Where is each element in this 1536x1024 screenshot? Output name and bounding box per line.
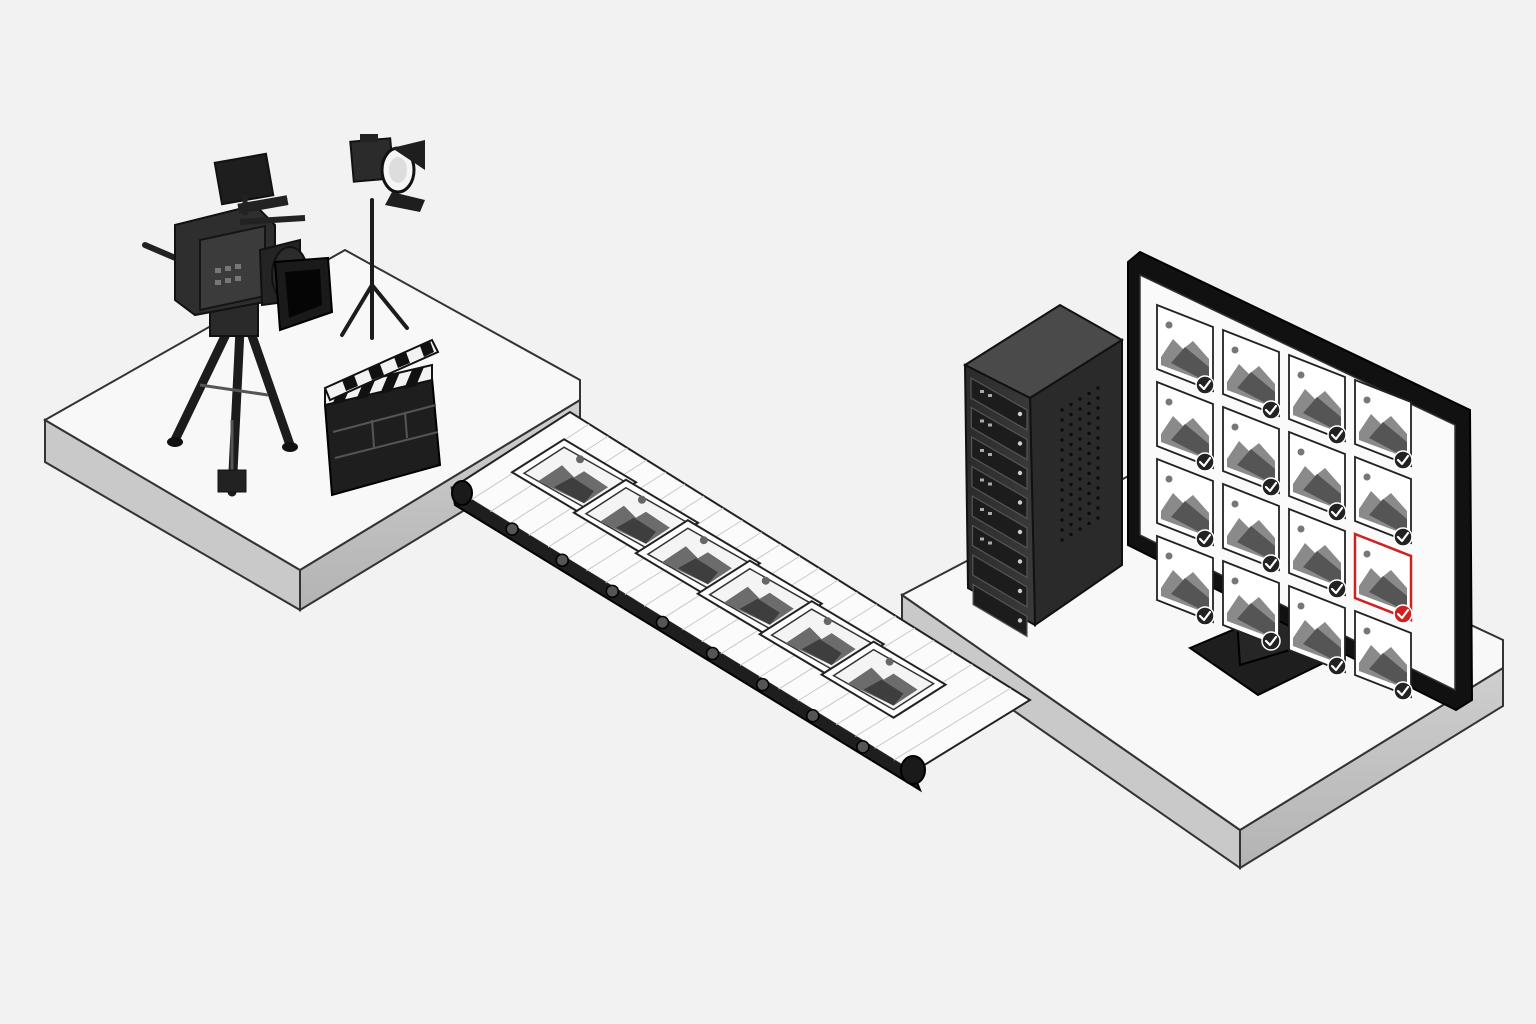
roller-wheel <box>806 709 820 723</box>
checkmark-icon <box>1393 604 1413 624</box>
video-camera-icon <box>142 152 334 497</box>
roller-wheel <box>856 740 870 754</box>
image-thumbnail-icon <box>1288 507 1347 599</box>
roller-wheel <box>555 553 569 567</box>
image-thumbnail-icon <box>1156 380 1215 472</box>
image-thumbnail-icon <box>1222 328 1281 420</box>
server-tower-icon <box>962 303 1124 638</box>
checkmark-icon <box>1261 400 1281 420</box>
image-thumbnail-selected <box>1353 532 1413 624</box>
server-drive-bay <box>970 435 1028 491</box>
server-drive-bay <box>971 524 1028 579</box>
image-thumbnail-icon <box>1354 455 1413 547</box>
checkmark-icon <box>1327 656 1347 676</box>
checkmark-icon <box>1195 529 1215 549</box>
roller-wheel <box>705 646 720 661</box>
server-drive-bay <box>972 583 1028 638</box>
checkmark-icon <box>1393 681 1413 701</box>
image-thumbnail-icon <box>1156 457 1215 549</box>
image-thumbnail-icon <box>1288 430 1347 522</box>
conveyor-belt-icon <box>450 410 1032 793</box>
spotlight-icon <box>340 134 425 340</box>
image-thumbnail-icon <box>1354 609 1413 701</box>
checkmark-icon <box>1327 502 1347 522</box>
checkmark-icon <box>1195 452 1215 472</box>
checkmark-icon <box>1261 477 1281 497</box>
image-thumbnail-icon <box>1354 378 1413 470</box>
image-thumbnail-icon <box>1222 559 1281 651</box>
roller-wheel <box>505 522 519 536</box>
roller-wheel <box>755 677 770 692</box>
image-thumbnail-icon <box>1156 303 1215 395</box>
image-thumbnail-icon <box>1156 534 1215 626</box>
server-drive-bay <box>972 553 1028 609</box>
roller-wheel <box>605 584 620 599</box>
roller-wheel <box>655 615 670 630</box>
server-drive-bay <box>970 376 1028 432</box>
image-frame-icon <box>819 640 948 719</box>
checkmark-icon <box>1261 631 1281 651</box>
checkmark-icon <box>1393 527 1413 547</box>
server-drive-bay <box>970 406 1028 461</box>
checkmark-icon <box>1195 375 1215 395</box>
checkmark-icon <box>1327 579 1347 599</box>
server-drive-bay <box>971 465 1028 520</box>
image-thumbnail-icon <box>1288 584 1347 676</box>
image-thumbnail-icon <box>1222 405 1281 497</box>
checkmark-icon <box>1261 554 1281 574</box>
checkmark-icon <box>1195 606 1215 626</box>
server-drive-bay <box>971 494 1028 550</box>
checkmark-icon <box>1393 450 1413 470</box>
image-thumbnail-icon <box>1222 482 1281 574</box>
checkmark-icon <box>1327 425 1347 445</box>
monitor-icon <box>1127 250 1474 712</box>
clapperboard-icon <box>323 338 442 497</box>
image-thumbnail-icon <box>1288 353 1347 445</box>
